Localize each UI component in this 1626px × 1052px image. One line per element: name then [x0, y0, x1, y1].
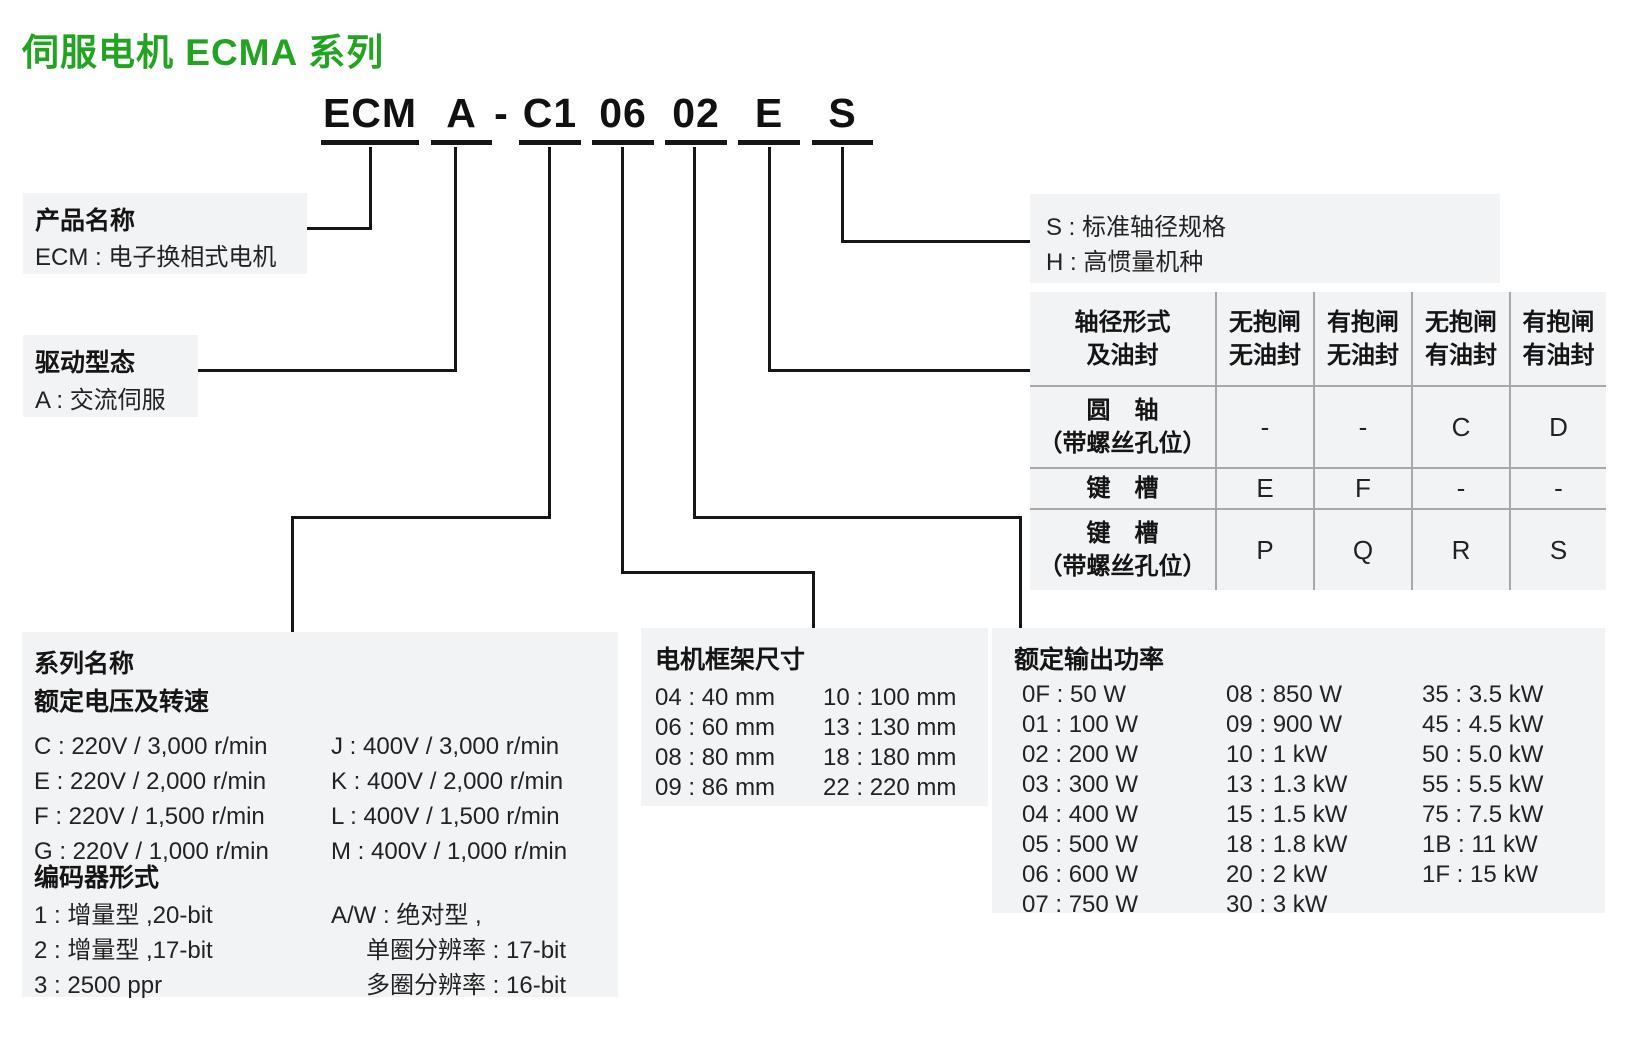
- code-separator: -: [494, 90, 508, 136]
- code-segment-shaft: E: [738, 90, 800, 145]
- shaft-spec-line-s: S : 标准轴径规格: [1046, 214, 1227, 241]
- table-col-header: 有抱闸 无油封: [1313, 292, 1411, 385]
- product-name-box: 产品名称 ECM : 电子换相式电机: [23, 193, 307, 274]
- connector-ecm-vertical: [369, 147, 372, 229]
- connector-ecm-horizontal: [307, 227, 372, 230]
- table-row-label: 圆 轴 （带螺丝孔位）: [1030, 385, 1215, 467]
- connector-drive-vertical: [454, 147, 457, 372]
- encoder-list-right: A/W : 绝对型 , 单圈分辨率 : 17-bit 多圈分辨率 : 16-bi…: [331, 902, 567, 999]
- code-segment-drive: A: [431, 90, 492, 145]
- series-heading: 系列名称: [34, 650, 135, 678]
- table-cell: R: [1411, 508, 1509, 590]
- voltage-list-220v: C : 220V / 3,000 r/min E : 220V / 2,000 …: [34, 733, 269, 865]
- table-corner-header: 轴径形式 及油封: [1074, 308, 1171, 369]
- table-row-label: 键 槽: [1030, 467, 1215, 508]
- connector-power-drop: [1019, 516, 1022, 632]
- power-heading: 额定输出功率: [1014, 646, 1165, 674]
- voltage-list-400v: J : 400V / 3,000 r/min K : 400V / 2,000 …: [331, 733, 568, 865]
- table-cell: E: [1215, 467, 1313, 508]
- table-cell: -: [1509, 467, 1606, 508]
- shaft-oilseal-table: 轴径形式 及油封 无抱闸 无油封 有抱闸 无油封 无抱闸 有油封 有抱闸 有油封…: [1030, 292, 1606, 590]
- table-col-header: 无抱闸 有油封: [1411, 292, 1509, 385]
- product-heading: 产品名称: [35, 207, 136, 235]
- table-row-label: 键 槽 （带螺丝孔位）: [1030, 508, 1215, 590]
- connector-spec-horizontal: [841, 240, 1030, 243]
- connector-frame-drop: [812, 571, 815, 631]
- table-cell: -: [1215, 385, 1313, 467]
- code-segment-power: 02: [665, 90, 727, 145]
- frame-list-right: 10 : 100 mm 13 : 130 mm 18 : 180 mm 22 :…: [823, 684, 957, 801]
- table-cell: Q: [1313, 508, 1411, 590]
- frame-size-box: 电机框架尺寸 04 : 40 mm 06 : 60 mm 08 : 80 mm …: [641, 628, 988, 806]
- table-cell: S: [1509, 508, 1606, 590]
- table-cell: P: [1215, 508, 1313, 590]
- encoder-heading: 编码器形式: [34, 864, 160, 892]
- product-desc: ECM : 电子换相式电机: [35, 244, 277, 271]
- power-list-col3: 35 : 3.5 kW 45 : 4.5 kW 50 : 5.0 kW 55 :…: [1422, 681, 1544, 888]
- connector-frame-horizontal: [621, 571, 815, 574]
- power-box: 额定输出功率 0F : 50 W 01 : 100 W 02 : 200 W 0…: [992, 628, 1605, 918]
- table-cell: F: [1313, 467, 1411, 508]
- connector-frame-vertical: [621, 147, 624, 574]
- connector-power-horizontal: [693, 516, 1022, 519]
- shaft-spec-box: S : 标准轴径规格 H : 高惯量机种: [1030, 194, 1500, 283]
- code-segment-series: C1: [519, 90, 581, 145]
- table-cell: -: [1411, 467, 1509, 508]
- connector-series-vertical: [548, 147, 551, 519]
- connector-shaft-horizontal: [768, 369, 1030, 372]
- drive-heading: 驱动型态: [35, 349, 136, 377]
- power-list-col1: 0F : 50 W 01 : 100 W 02 : 200 W 03 : 300…: [1022, 681, 1139, 918]
- connector-spec-vertical: [841, 147, 844, 243]
- connector-power-vertical: [693, 147, 696, 519]
- table-cell: C: [1411, 385, 1509, 467]
- table-col-header: 有抱闸 有油封: [1509, 292, 1606, 385]
- code-segment-ecm: ECM: [321, 90, 419, 145]
- code-segment-frame: 06: [592, 90, 654, 145]
- series-box: 系列名称 额定电压及转速 C : 220V / 3,000 r/min E : …: [22, 632, 618, 999]
- code-segment-spec: S: [812, 90, 873, 145]
- connector-series-drop: [291, 516, 294, 633]
- power-list-col2: 08 : 850 W 09 : 900 W 10 : 1 kW 13 : 1.3…: [1226, 681, 1348, 918]
- connector-series-horizontal: [291, 516, 551, 519]
- table-col-header: 无抱闸 无油封: [1215, 292, 1313, 385]
- drive-type-box: 驱动型态 A : 交流伺服: [23, 335, 198, 417]
- table-cell: -: [1313, 385, 1411, 467]
- connector-drive-horizontal: [198, 369, 457, 372]
- series-subheading: 额定电压及转速: [34, 688, 210, 716]
- page-title: 伺服电机 ECMA 系列: [22, 32, 385, 73]
- frame-list-left: 04 : 40 mm 06 : 60 mm 08 : 80 mm 09 : 86…: [655, 684, 776, 801]
- encoder-list-left: 1 : 增量型 ,20-bit 2 : 增量型 ,17-bit 3 : 2500…: [34, 902, 213, 999]
- drive-desc: A : 交流伺服: [35, 387, 166, 414]
- shaft-spec-line-h: H : 高惯量机种: [1046, 249, 1204, 276]
- connector-shaft-vertical: [768, 147, 771, 372]
- table-cell: D: [1509, 385, 1606, 467]
- frame-heading: 电机框架尺寸: [655, 646, 806, 674]
